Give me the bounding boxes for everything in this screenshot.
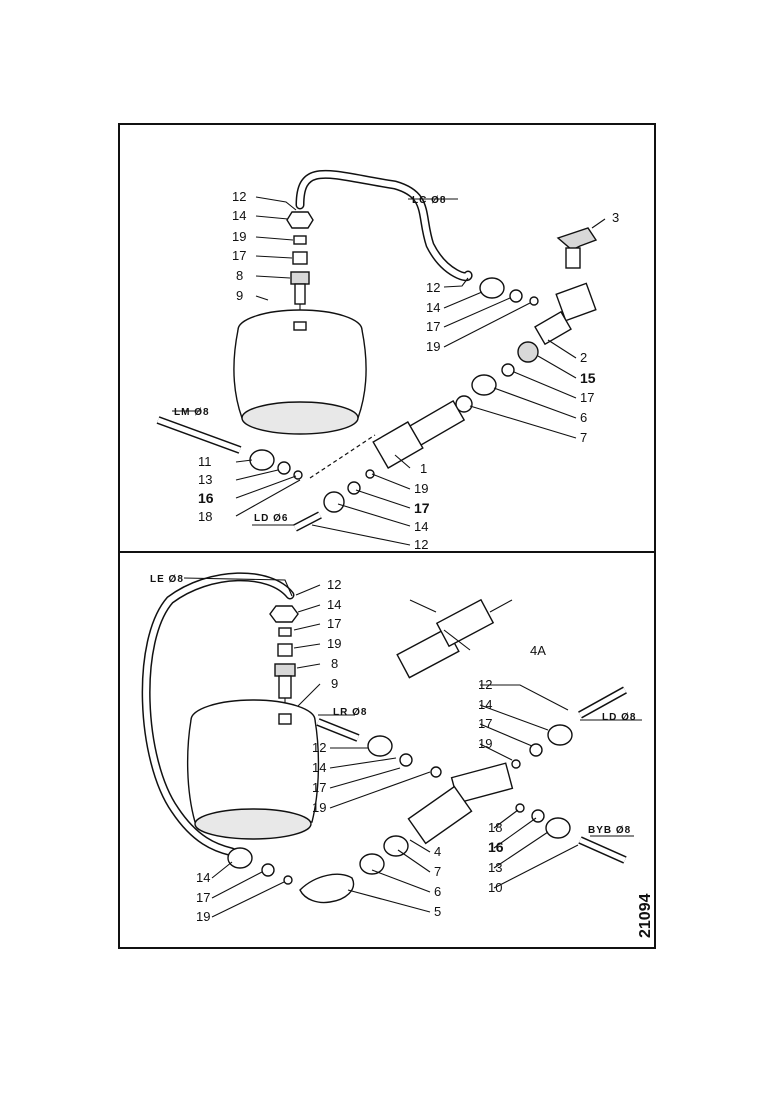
lc-hose xyxy=(295,169,473,282)
lm-hose xyxy=(156,416,303,480)
part-label: 14 xyxy=(478,697,492,712)
part-label: 17 xyxy=(426,319,440,334)
part-label: 12 xyxy=(478,677,492,692)
part-label: 1 xyxy=(420,461,427,476)
pipe-label-byb: BYB Ø8 xyxy=(588,825,631,836)
pipe-label-lr: LR Ø8 xyxy=(333,707,367,718)
part-label: 10 xyxy=(488,880,502,895)
part-label: 19 xyxy=(312,800,326,815)
part-label: 19 xyxy=(426,339,440,354)
part-label: 17 xyxy=(232,248,246,263)
pipe-label-ld-bottom: LD Ø8 xyxy=(602,712,636,723)
part-label: 19 xyxy=(414,481,428,496)
tap-part-3 xyxy=(556,227,598,269)
part-label: 18 xyxy=(488,820,502,835)
part-label: 19 xyxy=(478,736,492,751)
part-label: 15 xyxy=(580,370,596,386)
part-label: 13 xyxy=(488,860,502,875)
pipe-label-ld-top: LD Ø6 xyxy=(254,513,288,524)
pipe-label-lm: LM Ø8 xyxy=(174,407,210,418)
part-label: 19 xyxy=(196,909,210,924)
part-label: 8 xyxy=(236,268,243,283)
ld-hose-bottom xyxy=(511,686,627,769)
part-label: 3 xyxy=(612,210,619,225)
part-label: 19 xyxy=(327,636,341,651)
part-label: 17 xyxy=(580,390,594,405)
part-label: 7 xyxy=(580,430,587,445)
part-label: 17 xyxy=(312,780,326,795)
part-label: 14 xyxy=(414,519,428,534)
part-label: 12 xyxy=(426,280,440,295)
byb-hose xyxy=(515,803,627,864)
part-label: 6 xyxy=(580,410,587,425)
le-hose xyxy=(141,572,295,857)
top-panel: LC Ø8 LM Ø8 LD Ø6 12 14 19 17 8 9 3 12 1… xyxy=(156,169,619,552)
bottom-panel-frame xyxy=(118,551,656,949)
part-label: 18 xyxy=(198,509,212,524)
part-label: 19 xyxy=(232,229,246,244)
part-label: 13 xyxy=(198,472,212,487)
part-label: 9 xyxy=(236,288,243,303)
filter-part-1 xyxy=(372,400,466,469)
tee-part-4 xyxy=(407,762,514,845)
pipe-label-le: LE Ø8 xyxy=(150,574,184,585)
part-label: 9 xyxy=(331,676,338,691)
top-leader-lines xyxy=(172,196,606,546)
part-label: 14 xyxy=(312,760,326,775)
part-label: 12 xyxy=(232,189,246,204)
filter-detail-4a xyxy=(396,598,513,679)
bottom-fitting-stack xyxy=(269,605,299,716)
lr-hose xyxy=(316,718,442,778)
part-label: 17 xyxy=(478,716,492,731)
part-label: 8 xyxy=(331,656,338,671)
part-label: 16 xyxy=(488,839,504,855)
part-label: 14 xyxy=(232,208,246,223)
part-label: 12 xyxy=(414,537,428,552)
dashed-connection xyxy=(309,434,376,479)
part-label: 7 xyxy=(434,864,441,879)
part-label: 17 xyxy=(196,890,210,905)
ld-hose-top xyxy=(293,469,375,532)
bottom-leader-lines xyxy=(183,577,642,918)
part-label: 16 xyxy=(198,490,214,506)
elbow-part-2 xyxy=(534,282,597,346)
part-label: 12 xyxy=(327,577,341,592)
bottom-rings xyxy=(227,835,409,904)
part-label: 17 xyxy=(327,616,341,631)
top-reservoir xyxy=(233,309,367,435)
part-label: 14 xyxy=(196,870,210,885)
part-label: 6 xyxy=(434,884,441,899)
part-label: 17 xyxy=(414,500,430,516)
part-label: 4 xyxy=(434,844,441,859)
part-label: 14 xyxy=(327,597,341,612)
pipe-label-lc: LC Ø8 xyxy=(412,195,446,206)
figure-reference: 21094 xyxy=(637,893,654,938)
part-label: 14 xyxy=(426,300,440,315)
part-label: 5 xyxy=(434,904,441,919)
part-label: 4A xyxy=(530,643,546,658)
bottom-reservoir xyxy=(186,699,320,840)
part-label: 2 xyxy=(580,350,587,365)
top-fitting-stack xyxy=(286,211,314,325)
top-right-rings xyxy=(455,277,539,413)
part-label: 12 xyxy=(312,740,326,755)
part-label: 11 xyxy=(198,454,212,469)
bottom-panel: LE Ø8 LR Ø8 LD Ø8 BYB Ø8 12 14 17 19 8 9… xyxy=(141,572,642,924)
